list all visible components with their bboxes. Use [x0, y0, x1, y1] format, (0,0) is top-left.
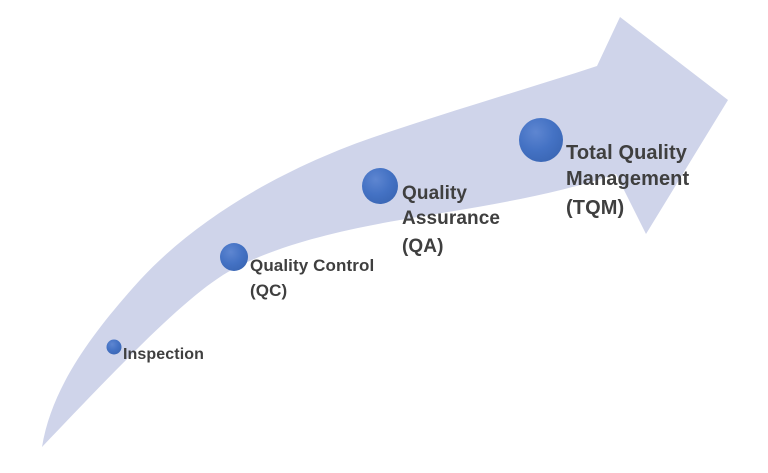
stage-label-text: Quality Control: [250, 256, 375, 275]
stage-abbreviation: (TQM): [566, 197, 625, 219]
stage-dot-quality-assurance: [362, 168, 398, 204]
stage-abbreviation: (QC): [250, 281, 288, 300]
stage-label-text: Inspection: [123, 346, 205, 363]
stage-label-inspection: Inspection: [123, 344, 204, 365]
stage-label-total-quality-management: Total Quality Management (TQM): [566, 140, 689, 221]
stage-dot-inspection: [106, 339, 122, 355]
stage-dot-quality-control: [220, 243, 248, 271]
stage-label-text: Assurance: [402, 208, 501, 229]
stage-label-text: Quality: [402, 183, 468, 204]
stage-label-quality-assurance: Quality Assurance (QA): [402, 181, 500, 259]
stage-label-quality-control: Quality Control (QC): [250, 255, 374, 302]
stage-label-text: Total Quality: [566, 142, 687, 164]
swoosh-arrow-shape: [42, 17, 728, 447]
stage-label-text: Management: [566, 168, 690, 190]
stage-abbreviation: (QA): [402, 236, 444, 257]
stage-dot-total-quality-management: [519, 118, 563, 162]
